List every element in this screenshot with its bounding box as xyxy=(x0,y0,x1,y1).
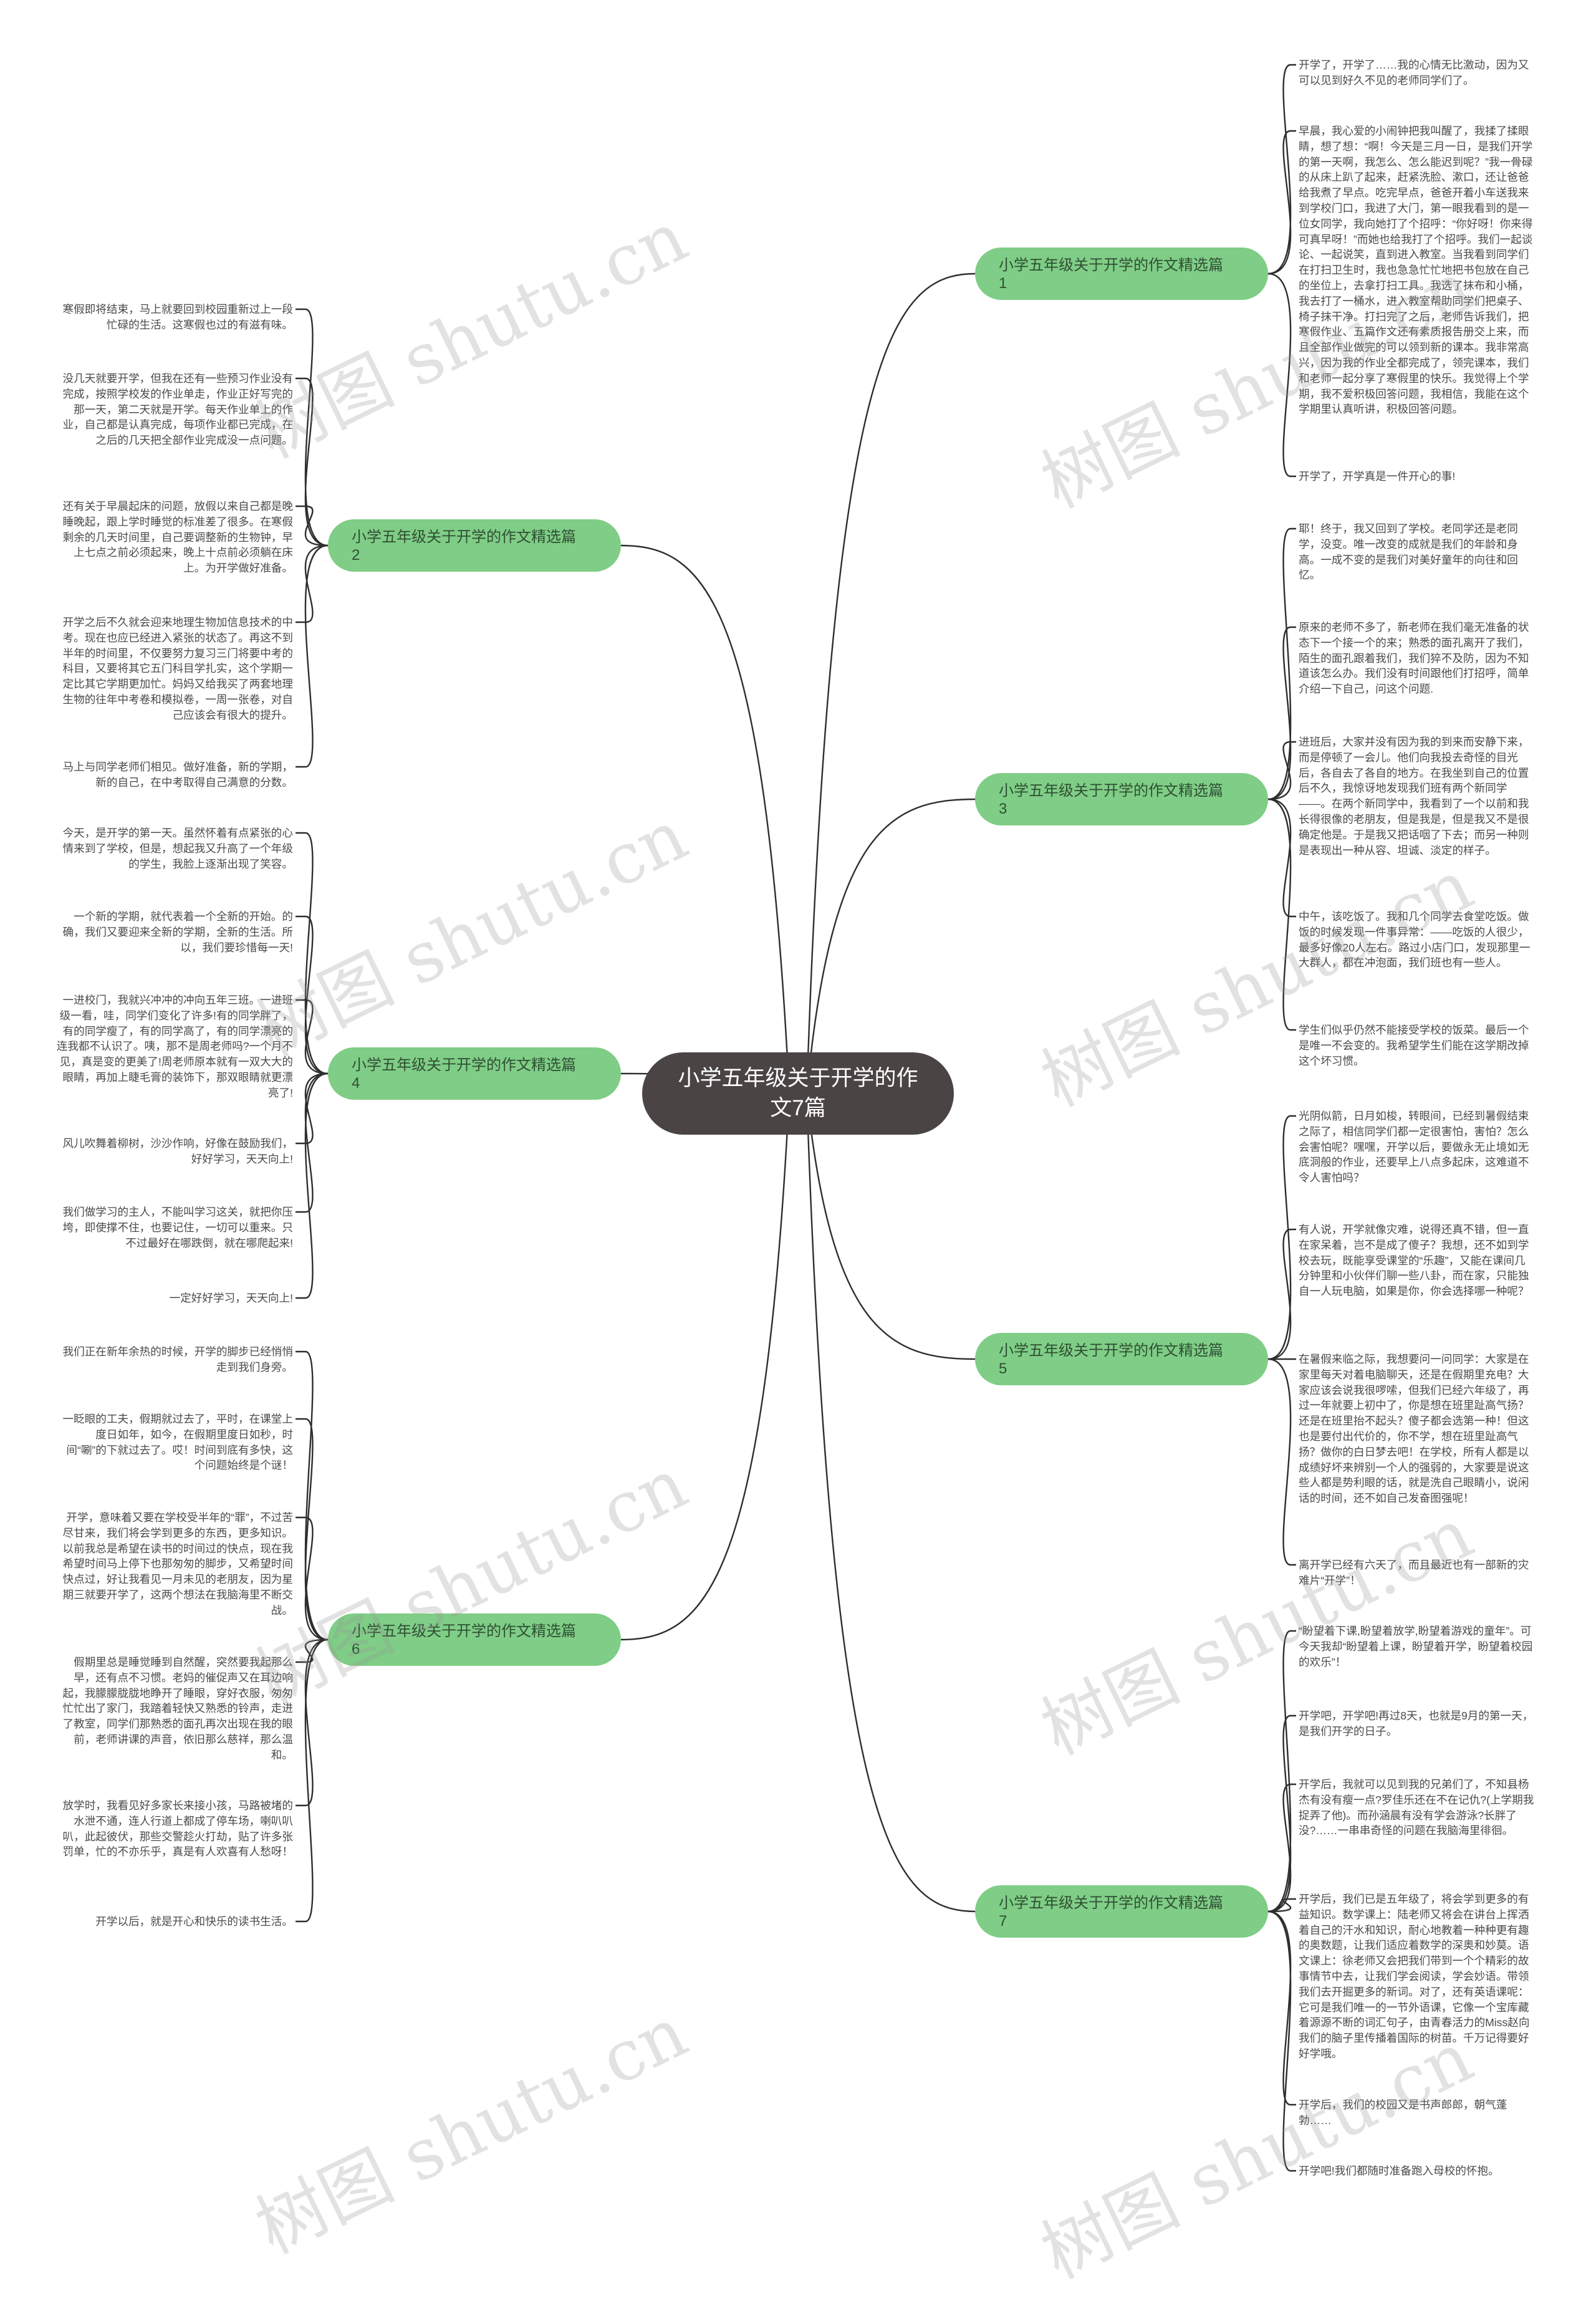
branch-to-leaf-link xyxy=(1267,64,1296,275)
branch-to-leaf-link xyxy=(1267,1783,1296,1913)
branch-to-leaf-link xyxy=(296,1072,329,1145)
leaf-text: 早晨，我心爱的小闹钟把我叫醒了，我揉了揉眼睛，想了想：“啊！今天是三月一日，是我… xyxy=(1299,125,1533,416)
branch-to-leaf-link xyxy=(1267,1898,1296,1913)
branch-label: 小学五年级关于开学的作文精选篇 xyxy=(352,1623,576,1640)
leaf-text: 一进校门，我就兴冲冲的冲向五年三班。一进班级一看，哇，同学们变化了许多!有的同学… xyxy=(56,994,293,1099)
leaf-text: 开学了，开学了……我的心情无比激动，因为又可以见到好久不见的老师同学们了。 xyxy=(1299,59,1529,87)
branch-to-leaf-link xyxy=(1267,1910,1296,2106)
branch-number: 4 xyxy=(352,1075,360,1092)
branch-to-leaf-link xyxy=(296,1516,329,1641)
branch-to-leaf-link xyxy=(1267,527,1296,800)
branch-number: 2 xyxy=(352,547,360,564)
branch-label: 小学五年级关于开学的作文精选篇 xyxy=(352,529,576,546)
central-topic-label: 小学五年级关于开学的作文7篇 xyxy=(678,1066,918,1120)
leaf-text: 离开学已经有六天了，而且最近也有一部新的灾难片“开学”！ xyxy=(1299,1559,1529,1587)
leaf-text: 耶！终于，我又回到了学校。老同学还是老同学，没变。唯一改变的成就是我们的年龄和身… xyxy=(1299,522,1518,582)
branch-label: 小学五年级关于开学的作文精选篇 xyxy=(999,1342,1223,1359)
branch-node-1[interactable]: 小学五年级关于开学的作文精选篇 1 xyxy=(975,248,1268,300)
branch-to-leaf-link xyxy=(296,1638,329,1663)
leaf-text: 还有关于早晨起床的问题，放假以来自己都是晚睡晚起，跟上学时睡觉的标准差了很多。在… xyxy=(62,500,293,575)
leaf-text: 寒假即将结束，马上就要回到校园重新过上一段忙碌的生活。这寒假也过的有滋有味。 xyxy=(62,303,293,331)
leaf-text: 学生们似乎仍然不能接受学校的饭菜。最后一个是唯一不会变的。我希望学生们能在这学期… xyxy=(1299,1024,1529,1067)
leaf-text: 开学以后，就是开心和快乐的读书生活。 xyxy=(95,1915,293,1928)
leaf-text: 在暑假来临之际，我想要问一问同学：大家是在家里每天对着电脑聊天，还是在假期里充电… xyxy=(1299,1353,1529,1505)
branch-to-leaf-link xyxy=(296,1072,329,1213)
leaf-text: 光阴似箭，日月如梭，转眼间，已经到暑假结束之际了，相信同学们都一定很害怕，害怕？… xyxy=(1299,1110,1529,1185)
branch-to-leaf-link xyxy=(1267,798,1296,918)
branch-node-2[interactable]: 小学五年级关于开学的作文精选篇 2 xyxy=(328,519,621,572)
branch-to-leaf-link xyxy=(296,915,329,1075)
leaf-text: 马上与同学老师们相见。做好准备，新的学期，新的自己，在中考取得自己满意的分数。 xyxy=(62,761,293,789)
branch-to-leaf-link xyxy=(296,544,329,768)
leaf-text: 开学吧!我们都随时准备跑入母校的怀抱。 xyxy=(1299,2165,1499,2177)
center-to-branch-link xyxy=(620,544,791,1094)
leaf-text: 开学后，我们的校园又是书声郎郎，朝气蓬勃…… xyxy=(1299,2098,1507,2127)
branch-to-leaf-link xyxy=(296,832,329,1075)
branch-to-leaf-link xyxy=(1267,626,1296,800)
leaf-text: 有人说，开学就像灾难，说得还真不错，但一直在家呆着，岂不是成了傻子？我想，还不如… xyxy=(1299,1223,1529,1298)
branch-to-leaf-link xyxy=(296,377,329,547)
leaf-text: 开学了，开学真是一件开心的事! xyxy=(1299,470,1456,483)
leaf-text: 我们正在新年余热的时候，开学的脚步已经悄悄走到我们身旁。 xyxy=(62,1345,293,1373)
branch-to-leaf-link xyxy=(1267,1630,1296,1913)
leaf-text: 没几天就要开学，但我在还有一些预习作业没有完成，按照学校发的作业单走，作业正好写… xyxy=(62,372,293,447)
branch-to-leaf-link xyxy=(1267,130,1296,275)
branch-label: 小学五年级关于开学的作文精选篇 xyxy=(352,1057,576,1074)
branch-to-leaf-link xyxy=(1267,741,1296,800)
branch-number: 1 xyxy=(999,275,1007,292)
branch-node-5[interactable]: 小学五年级关于开学的作文精选篇 5 xyxy=(975,1333,1268,1385)
branch-to-leaf-link xyxy=(1267,1714,1296,1913)
leaf-text: 进班后，大家并没有因为我的到来而安静下来，而是停顿了一会儿。他们向我投去奇怪的目… xyxy=(1299,736,1529,857)
leaf-text: 开学后，我就可以见到我的兄弟们了，不知县杨杰有没有瘦一点?罗佳乐还在不在记仇?(… xyxy=(1299,1778,1534,1837)
leaf-text: 我们做学习的主人，不能叫学习这关，就把你压垮，即使撑不住，也要记住，一切可以重来… xyxy=(62,1206,293,1249)
branch-to-leaf-link xyxy=(1267,1228,1296,1360)
center-to-branch-link xyxy=(805,798,976,1094)
branch-label: 小学五年级关于开学的作文精选篇 xyxy=(999,257,1223,274)
branch-number: 7 xyxy=(999,1913,1007,1930)
leaf-text: 中午，该吃饭了。我和几个同学去食堂吃饭。做饭的时候发现一件事异常：——吃饭的人很… xyxy=(1299,910,1531,969)
branch-node-7[interactable]: 小学五年级关于开学的作文精选篇 7 xyxy=(975,1885,1268,1938)
branch-to-leaf-link xyxy=(1267,1358,1296,1566)
branch-node-6[interactable]: 小学五年级关于开学的作文精选篇 6 xyxy=(328,1613,621,1666)
center-to-branch-link xyxy=(620,1093,791,1641)
branch-label: 小学五年级关于开学的作文精选篇 xyxy=(999,1895,1223,1911)
leaf-text: 一定好好学习，天天向上! xyxy=(169,1292,293,1304)
branch-number: 3 xyxy=(999,800,1007,817)
leaf-text: 风儿吹舞着柳树，沙沙作响，好像在鼓励我们，好好学习，天天向上! xyxy=(62,1137,293,1165)
leaf-text: 一眨眼的工夫，假期就过去了，平时，在课堂上度日如年，如今，在假期里度日如秒，时间… xyxy=(62,1413,293,1472)
branch-to-leaf-link xyxy=(296,505,329,547)
leaf-text: 开学吧，开学吧!再过8天，也就是9月的第一天，是我们开学的日子。 xyxy=(1299,1709,1534,1738)
leaf-text: 放学时，我看见好多家长来接小孩，马路被堵的水泄不通，连人行道上都成了停车场，喇叭… xyxy=(62,1799,293,1858)
branch-to-leaf-link xyxy=(296,1418,329,1641)
branch-node-3[interactable]: 小学五年级关于开学的作文精选篇 3 xyxy=(975,773,1268,825)
branch-to-leaf-link xyxy=(1267,798,1296,1031)
branch-number: 6 xyxy=(352,1641,360,1658)
branch-to-leaf-link xyxy=(296,999,329,1075)
branch-to-leaf-link xyxy=(296,1638,329,1923)
center-to-branch-link xyxy=(805,1093,976,1360)
branch-to-leaf-link xyxy=(1267,272,1296,478)
branch-to-leaf-link xyxy=(296,1638,329,1807)
leaf-text: 假期里总是睡觉睡到自然醒，突然要我起那么早，还有点不习惯。老妈的催促声又在耳边响… xyxy=(62,1656,293,1761)
central-topic[interactable]: 小学五年级关于开学的作文7篇 xyxy=(642,1052,954,1135)
center-to-branch-link xyxy=(805,272,976,1094)
branch-to-leaf-link xyxy=(296,1350,329,1641)
branch-to-leaf-link xyxy=(296,1072,329,1299)
center-to-branch-link xyxy=(805,1093,976,1913)
branch-to-leaf-link xyxy=(296,544,329,623)
branch-label: 小学五年级关于开学的作文精选篇 xyxy=(999,782,1223,799)
connector-lines xyxy=(296,64,1296,2172)
leaf-text: 开学之后不久就会迎来地理生物加信息技术的中考。现在也应已经进入紧张的状态了。再这… xyxy=(62,616,293,721)
leaf-text: 原来的老师不多了，新老师在我们毫无准备的状态下一个接一个的来；熟悉的面孔离开了我… xyxy=(1299,621,1529,696)
leaf-text: 今天，是开学的第一天。虽然怀着有点紧张的心情来到了学校，但是，想起我又升高了一个… xyxy=(62,827,293,870)
leaf-text: 一个新的学期，就代表着一个全新的开始。的确，我们又要迎来全新的学期，全新的生活。… xyxy=(62,910,293,954)
leaf-text: 开学，意味着又要在学校受半年的“罪”，不过苦尽甘来，我们将会学到更多的东西，更多… xyxy=(62,1511,293,1617)
leaf-text: “盼望着下课,盼望着放学,盼望着游戏的童年”。可今天我却“盼望着上课，盼望着开学… xyxy=(1299,1625,1533,1668)
branch-node-4[interactable]: 小学五年级关于开学的作文精选篇 4 xyxy=(328,1047,621,1100)
branch-to-leaf-link xyxy=(1267,1910,1296,2172)
branch-to-leaf-link xyxy=(1267,1115,1296,1360)
branch-number: 5 xyxy=(999,1360,1007,1377)
branch-to-leaf-link xyxy=(296,308,329,547)
leaf-text: 开学后，我们已是五年级了，将会学到更多的有益知识。数学课上：陆老师又将会在讲台上… xyxy=(1299,1893,1530,2060)
